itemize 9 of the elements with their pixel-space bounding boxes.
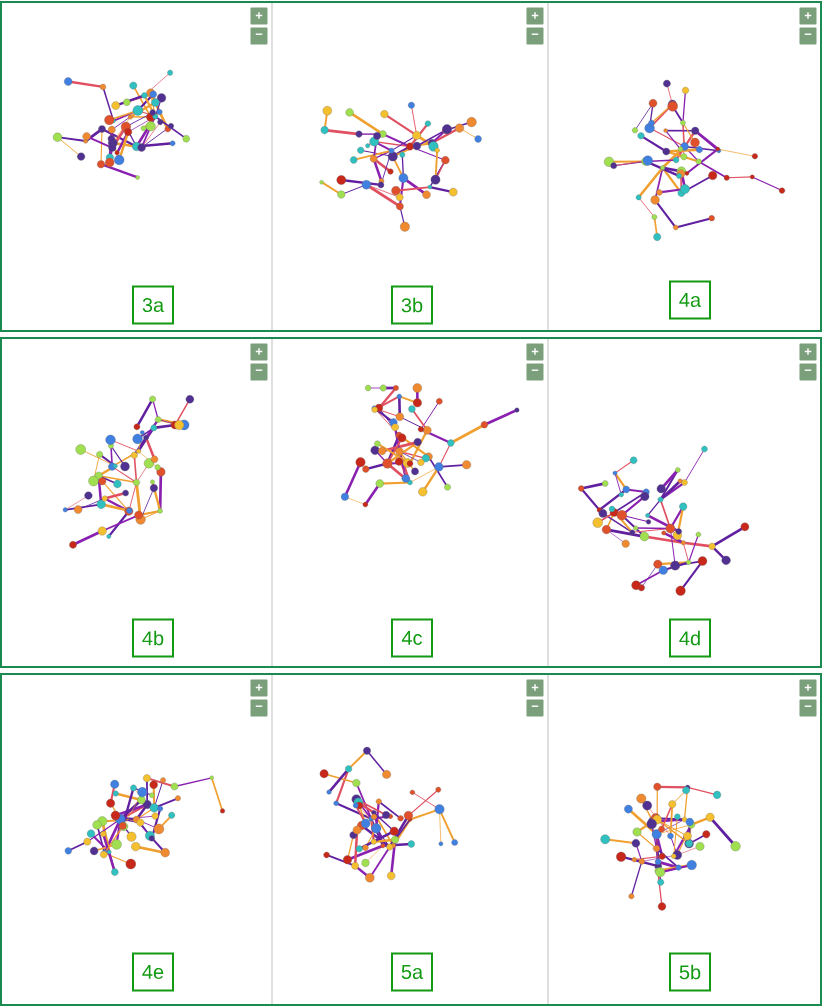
panel-label: 4e [132, 952, 174, 992]
panel-label: 5b [669, 952, 711, 992]
panel-label: 3a [132, 285, 174, 325]
panel-label: 5a [391, 952, 433, 992]
panel-label: 4c [391, 618, 433, 658]
panel-label: 4d [669, 618, 711, 658]
panel-label: 4b [132, 618, 174, 658]
panel-label: 3b [391, 285, 433, 325]
panel-label: 4a [669, 280, 711, 320]
